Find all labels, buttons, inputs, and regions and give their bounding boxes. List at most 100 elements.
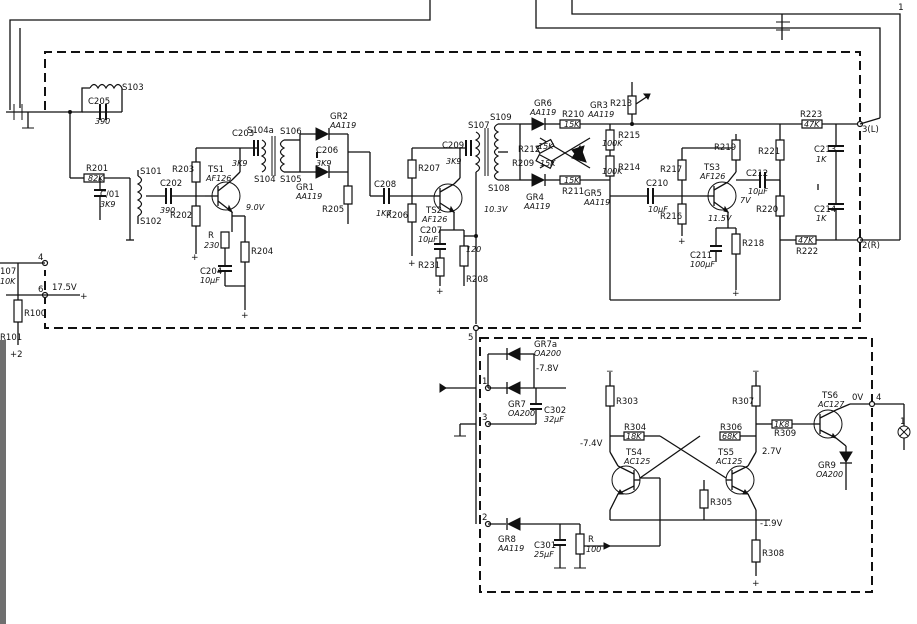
gr3-label: GR3 (590, 101, 608, 111)
ts3-plus: + (732, 289, 740, 299)
c203-value: 3K9 (232, 159, 247, 168)
r223-label: R223 (800, 110, 822, 120)
r211-value: 15K (564, 176, 580, 185)
ts2-plus: + (408, 259, 416, 269)
c206-label: C206 (316, 146, 338, 156)
gr3-type: AA119 (587, 110, 614, 119)
ts6-type: AC127 (817, 400, 845, 409)
connector-5: 5 (440, 326, 479, 525)
r215-label: R215 (618, 131, 640, 141)
ts4-type: AC125 (623, 457, 650, 466)
terminal-2: 2 (482, 513, 487, 523)
s107-label: S107 (468, 121, 490, 131)
gr4-label: GR4 (526, 193, 544, 203)
r308-plus: + (752, 579, 760, 589)
gr2-type: AA119 (329, 121, 356, 130)
r206-label: R206 (386, 211, 408, 221)
corner-label: 1 (898, 3, 904, 13)
stage3-section: C210 10µF R217 R216 TS3 AF126 R219 C212 … (610, 110, 900, 300)
ts6-label: TS6 (821, 391, 838, 401)
r308-label: R308 (762, 549, 784, 559)
r304-label: R304 (624, 423, 646, 433)
r230-prefix: R (208, 231, 214, 241)
c202-label: C202 (160, 179, 182, 189)
s106-label: S106 (280, 127, 302, 137)
c302-label: C302 (544, 406, 566, 416)
ts1-voltage: 9.0V (246, 203, 265, 212)
stage2-section: C208 1K7 R207 R206 TS2 AF126 C207 10µF R… (370, 113, 520, 324)
terminal-3: 3 (482, 413, 487, 423)
gr8-label: GR8 (498, 535, 516, 545)
r221-label: R221 (758, 147, 780, 157)
gr6-label: GR6 (534, 99, 552, 109)
ts2-type: AF126 (421, 215, 447, 224)
ts3-voltage-7v: 7V (740, 196, 751, 205)
c205-label: C205 (88, 97, 110, 107)
r100-label: R100 (24, 309, 46, 319)
r214-label: R214 (618, 163, 640, 173)
module-boxes (45, 52, 872, 592)
r219-label: R219 (714, 143, 736, 153)
r309-value: 1K8 (774, 420, 789, 429)
c202-value: 390 (160, 206, 175, 215)
gr4-type: AA119 (523, 202, 550, 211)
ts1-plus: + (241, 311, 249, 321)
c301-label: C301 (534, 541, 556, 551)
r302-label: R (588, 535, 594, 545)
c209-value: 3K9 (446, 157, 461, 166)
r201-value: 82K (88, 174, 104, 183)
c212-label: C212 (746, 169, 768, 179)
r220-label: R220 (756, 205, 778, 215)
gr1-type: AA119 (295, 192, 322, 201)
r307-label: R307 (732, 397, 754, 407)
input-section: S103 C205 390 R201 82K S101 C/01 3K9 S10… (6, 83, 273, 321)
c205-value: 390 (95, 117, 110, 126)
output-left-label: 3(L) (862, 125, 879, 135)
r217-label: R217 (660, 165, 682, 175)
c301-value: 25µF (534, 550, 554, 559)
gr7-label: GR7 (508, 400, 526, 410)
top-wiring (10, 0, 900, 240)
ts5-label: TS5 (717, 448, 734, 458)
supply-section: 4 6 17.5V + 107 10K R100 R101 +2 (0, 253, 88, 360)
r230-value: 230 (204, 241, 219, 250)
s103-label: S103 (122, 83, 144, 93)
c212-value: 10µF (748, 187, 768, 196)
terminal-4: 4 (38, 253, 43, 263)
r202-label: R202 (170, 211, 192, 221)
r302-value: 100 (586, 545, 601, 554)
r216-plus: + (678, 237, 686, 247)
output-right-label: 2(R) (862, 241, 880, 251)
r212-label: R212 (518, 145, 540, 155)
r304-value: 18K (626, 432, 642, 441)
r222-label: R222 (796, 247, 818, 257)
ts1-type: AF126 (205, 174, 231, 183)
c207-label: C207 (420, 226, 442, 236)
gr2-label: GR2 (330, 112, 348, 122)
r205-label: R205 (322, 205, 344, 215)
ts2-label: TS2 (425, 206, 442, 216)
indicator-voltage-78: -7.8V (536, 364, 559, 374)
decoder-bridge: GR6 AA119 R210 15K GR3 AA119 GR4 AA119 1… (512, 82, 860, 300)
r212-value: 15K (538, 142, 554, 151)
r306-value: 68K (722, 432, 738, 441)
terminal-5: 5 (468, 333, 473, 343)
terminal-6: 6 (38, 285, 43, 295)
gr7a-label: GR7a (534, 340, 557, 350)
s101-label: S101 (140, 167, 162, 177)
c211-value: 100µF (690, 260, 715, 269)
s109-label: S109 (490, 113, 512, 123)
indicator-voltage-74: -7.4V (580, 439, 603, 449)
c201-label: C/01 (100, 190, 120, 200)
r218-label: R218 (742, 239, 764, 249)
r215-value: 100K (602, 139, 623, 148)
gr7-type: OA200 (508, 409, 535, 418)
indicator-voltage-0: 0V (852, 393, 863, 403)
s102-label: S102 (140, 217, 162, 227)
r216-label: R216 (660, 212, 682, 222)
terminal-4b: 4 (876, 393, 881, 403)
s105-label: S105 (280, 175, 302, 185)
r303-label: R303 (616, 397, 638, 407)
c206-value: 3K9 (316, 159, 331, 168)
